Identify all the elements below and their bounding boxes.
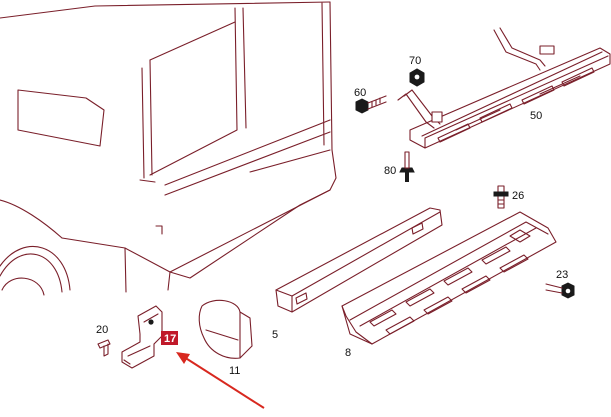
part-labels: 70 60 50 80 26 23 5 8 20 11 17 (96, 55, 568, 377)
part-50-step-assembly (397, 27, 611, 149)
label-8: 8 (345, 347, 351, 359)
part-23-bolt (545, 282, 575, 299)
part-60-bolt (355, 95, 387, 114)
label-17: 17 (164, 333, 176, 345)
van-body-outline (0, 1, 337, 296)
highlight-arrow (176, 352, 265, 409)
label-60: 60 (354, 87, 366, 99)
label-5: 5 (272, 329, 278, 341)
label-23: 23 (556, 269, 568, 281)
label-26: 26 (512, 190, 524, 202)
label-20: 20 (96, 324, 108, 336)
label-50: 50 (530, 110, 542, 122)
label-80: 80 (384, 165, 396, 177)
label-17-highlight (161, 331, 178, 345)
part-11-corner-cap (198, 299, 253, 359)
part-26-stud (493, 185, 509, 209)
part-20-pin (97, 339, 111, 357)
part-5-sill-trim (275, 207, 443, 313)
label-11: 11 (229, 365, 240, 377)
part-17-bracket (121, 305, 163, 369)
part-70-nut (409, 68, 425, 87)
part-80-screw (399, 151, 415, 182)
part-8-running-board (341, 211, 557, 345)
label-70: 70 (409, 55, 421, 67)
